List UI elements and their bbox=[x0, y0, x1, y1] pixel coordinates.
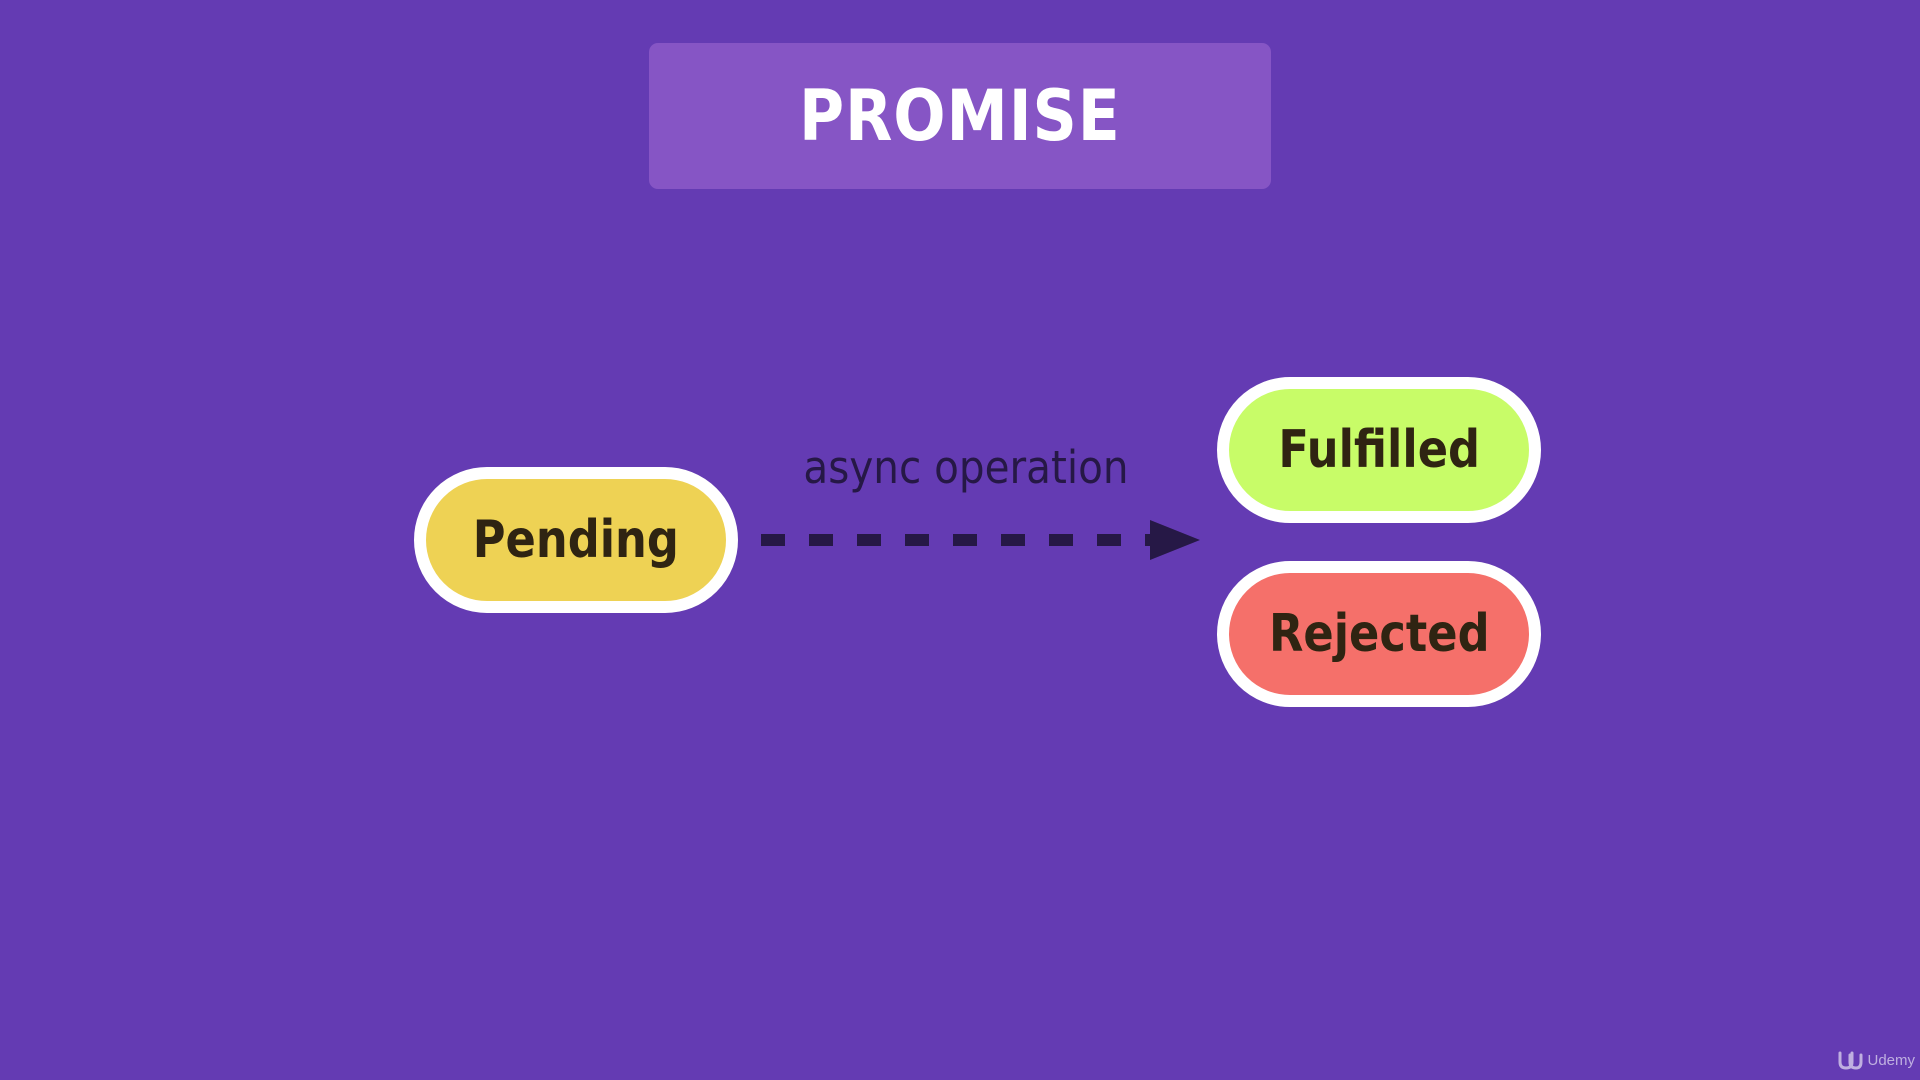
async-operation-label: async operation bbox=[803, 441, 1129, 494]
watermark-text: Udemy bbox=[1867, 1051, 1915, 1069]
pending-state-pill: Pending bbox=[414, 467, 738, 613]
rejected-state-pill: Rejected bbox=[1217, 561, 1541, 707]
dashed-arrow bbox=[761, 520, 1200, 560]
fulfilled-state-pill: Fulfilled bbox=[1217, 377, 1541, 523]
arrowhead-icon bbox=[1150, 520, 1200, 560]
rejected-state-label: Rejected bbox=[1268, 604, 1490, 664]
udemy-logo-icon bbox=[1838, 1051, 1863, 1070]
fulfilled-state-label: Fulfilled bbox=[1278, 420, 1480, 480]
udemy-watermark: Udemy bbox=[1837, 1049, 1915, 1071]
title-banner: PROMISE bbox=[649, 43, 1271, 189]
diagram-title: PROMISE bbox=[799, 75, 1121, 157]
pending-state-label: Pending bbox=[472, 510, 680, 570]
